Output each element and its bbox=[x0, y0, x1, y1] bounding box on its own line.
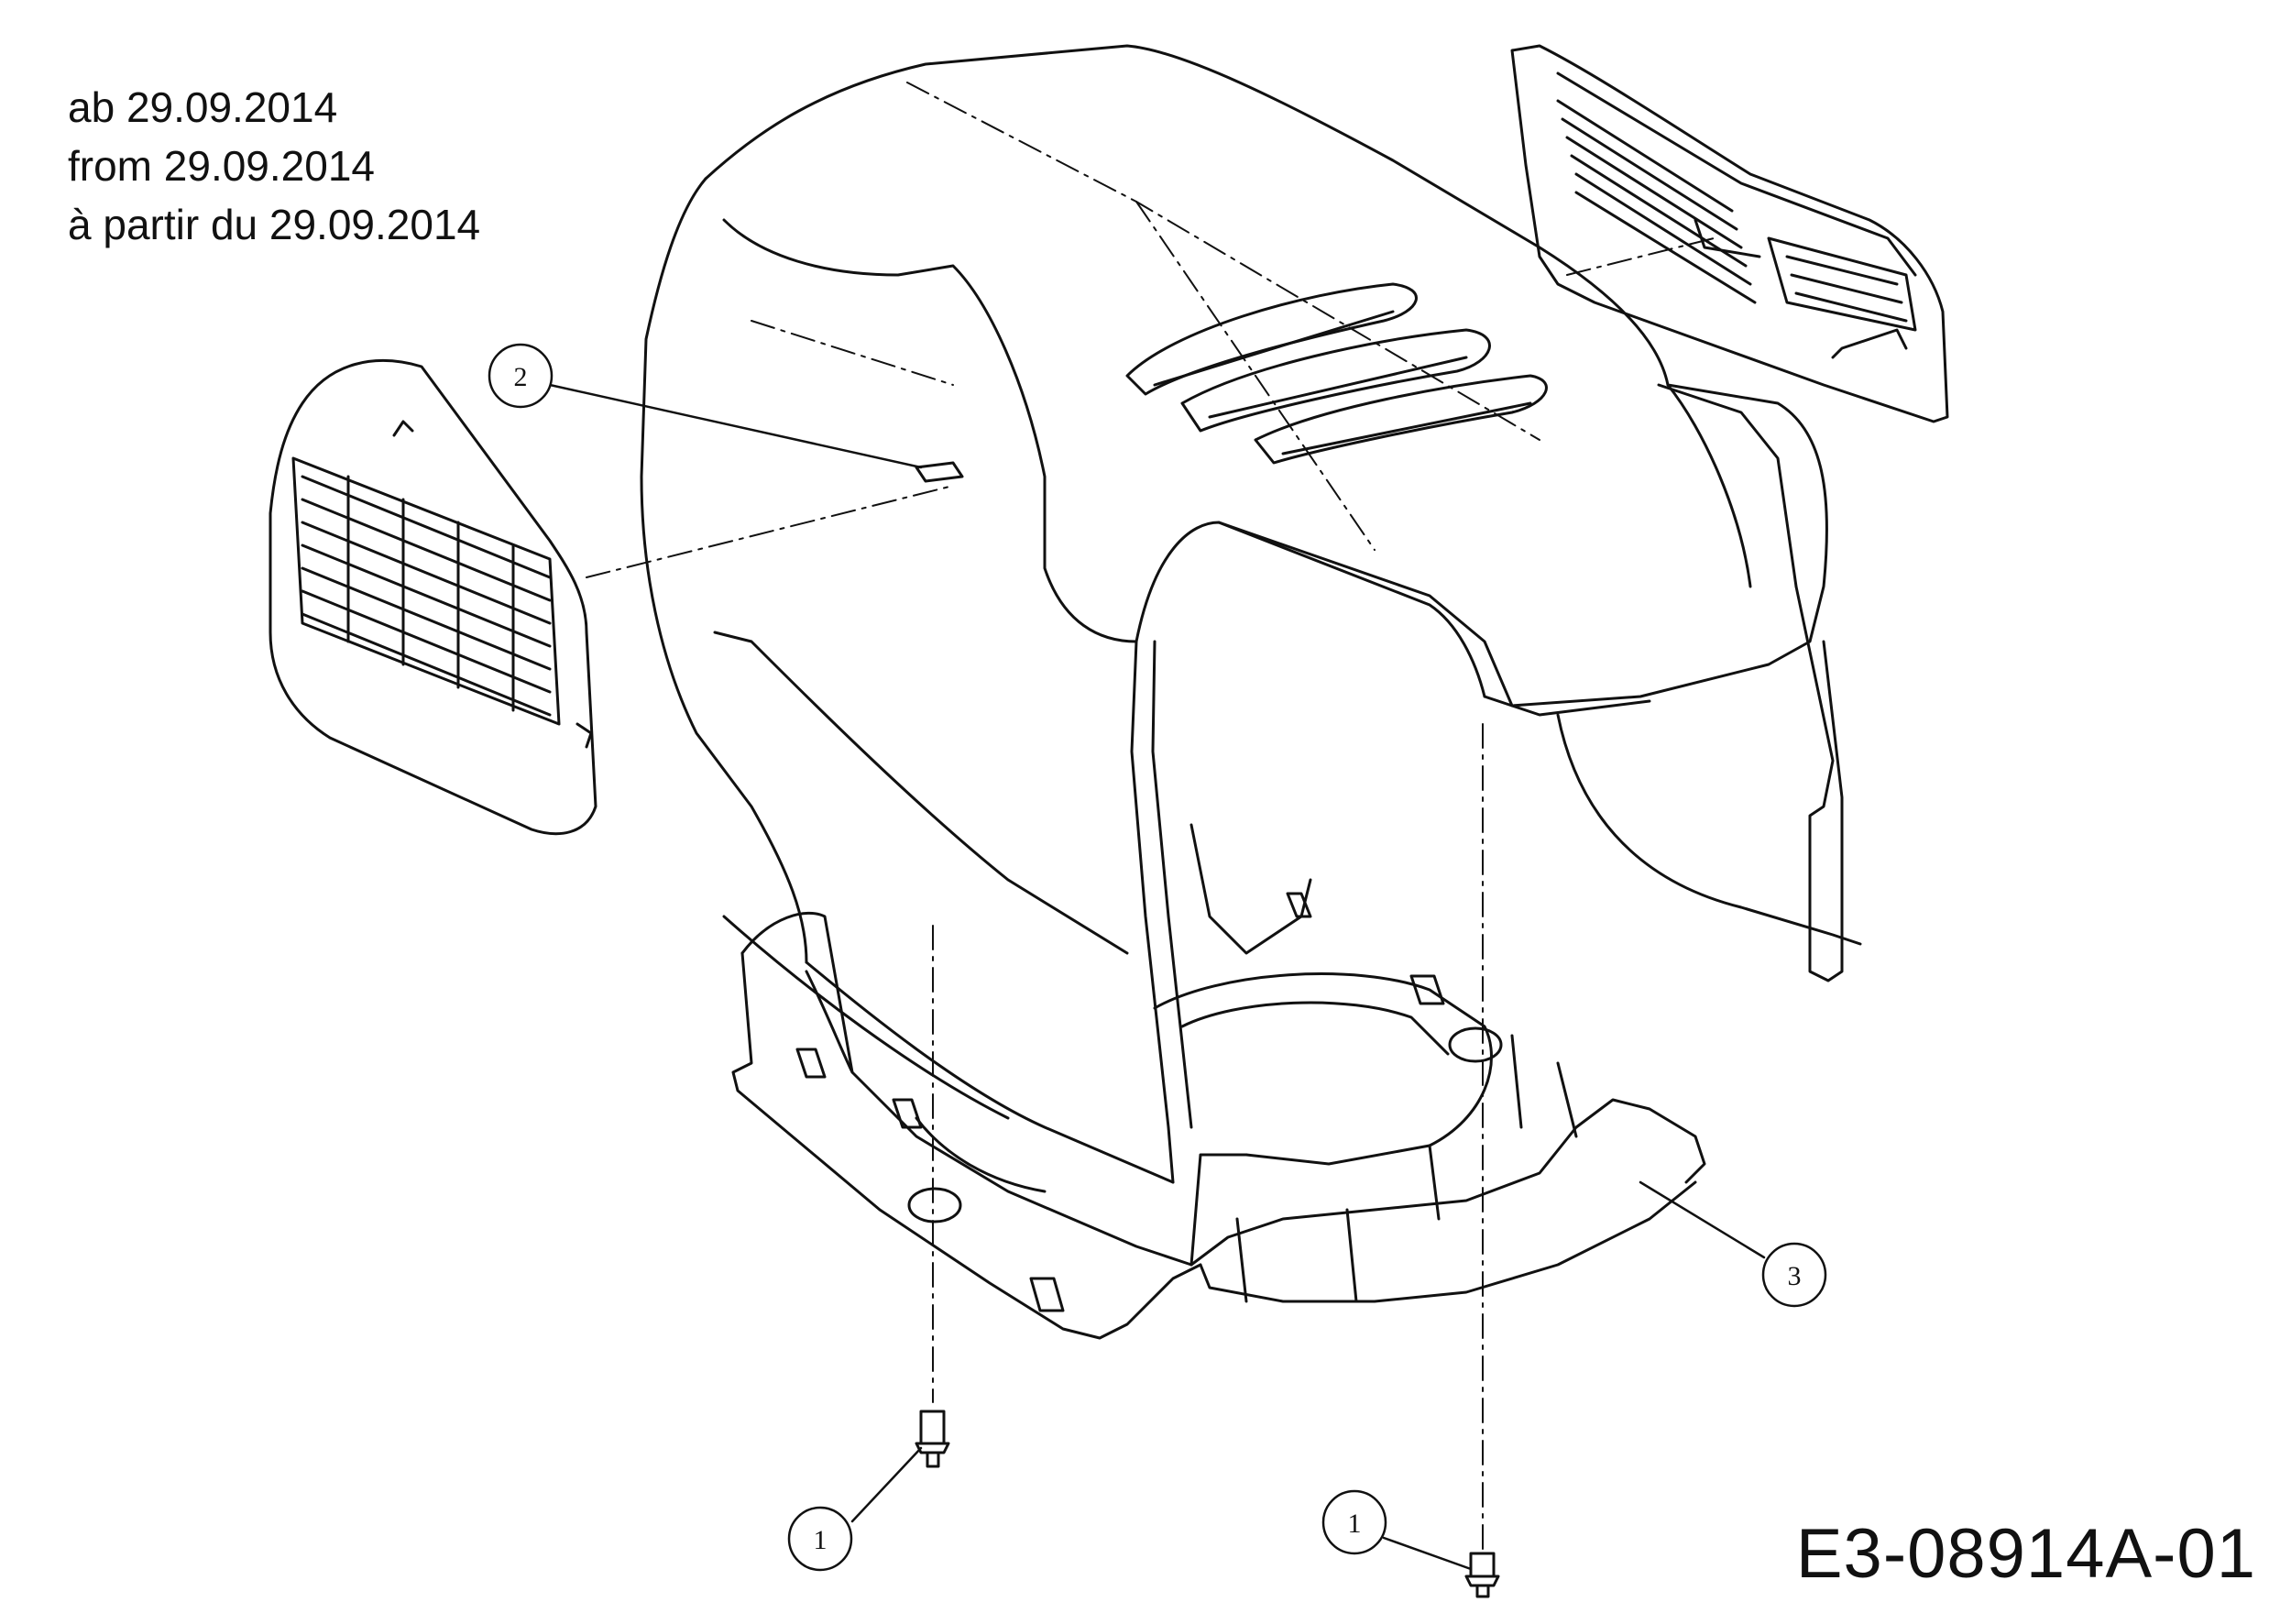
callout-2: 2 bbox=[488, 343, 554, 409]
callout-3: 3 bbox=[1761, 1242, 1827, 1308]
callout-3-label: 3 bbox=[1788, 1261, 1802, 1291]
callout-1a: 1 bbox=[787, 1506, 853, 1572]
screw-left bbox=[915, 1410, 950, 1468]
right-grille bbox=[1510, 44, 1949, 423]
drawing-number: E3-08914A-01 bbox=[1795, 1515, 2256, 1593]
callout-1a-label: 1 bbox=[814, 1525, 828, 1555]
screw-right bbox=[1464, 1552, 1500, 1598]
callout-1b-label: 1 bbox=[1348, 1509, 1362, 1539]
callout-1b: 1 bbox=[1321, 1489, 1387, 1555]
base-pan bbox=[731, 823, 1706, 1340]
left-grille bbox=[269, 359, 597, 836]
hood-vents bbox=[1125, 282, 1548, 465]
clip-part-2 bbox=[915, 461, 964, 483]
validity-note-en: from 29.09.2014 bbox=[68, 142, 376, 190]
assembly-lines bbox=[586, 82, 1715, 1550]
validity-note-fr: à partir du 29.09.2014 bbox=[68, 201, 481, 248]
validity-note-de: ab 29.09.2014 bbox=[68, 83, 338, 131]
leader-lines bbox=[548, 383, 1766, 1571]
callout-2-label: 2 bbox=[514, 362, 528, 392]
hood-body bbox=[640, 44, 1862, 1184]
